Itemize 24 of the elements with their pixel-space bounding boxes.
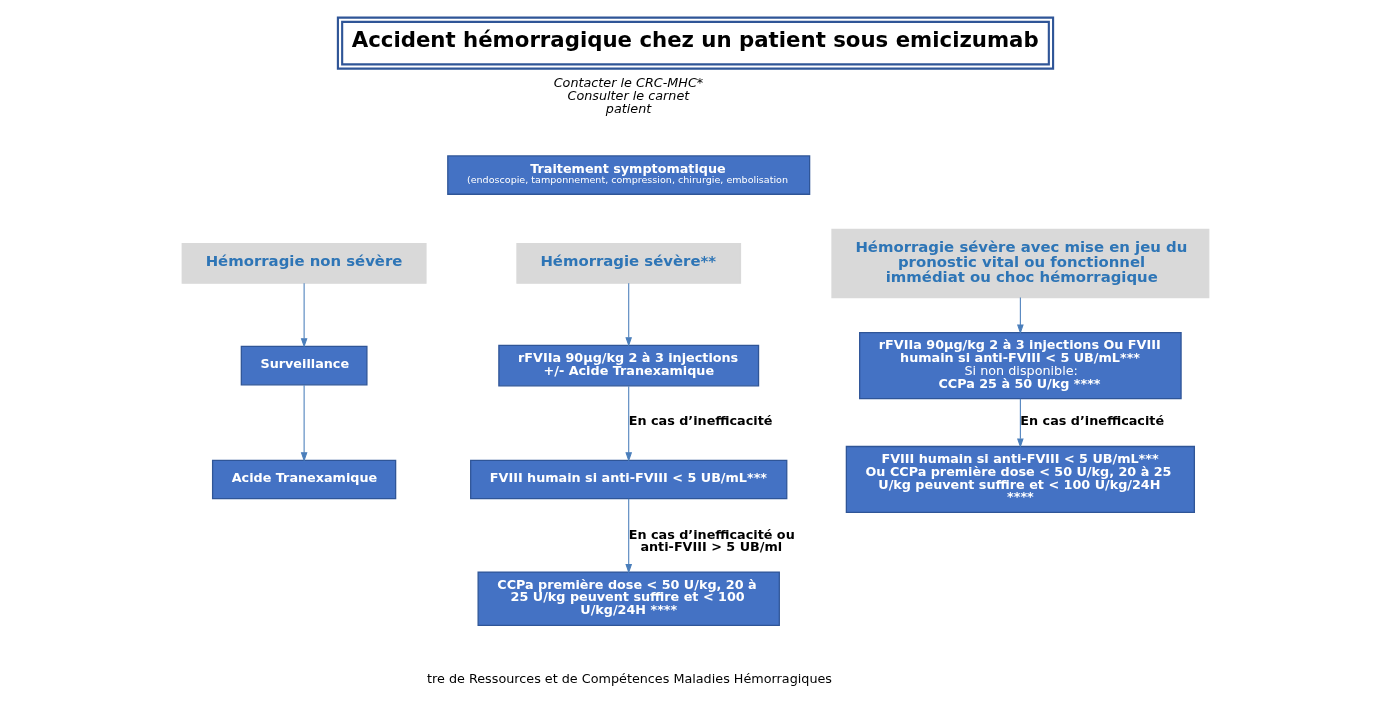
arrow [625, 385, 633, 462]
diagram-title: Accident hémorragique chez un patient sous emicizumab [351, 27, 1039, 53]
arrow [1017, 297, 1024, 335]
label: tre de Ressources et de Compétences Maladies Hémorragiques [427, 670, 832, 686]
node-box: CCPa première dose < 50 U/kg, 20 à 25 U/kg peuvent suffire et < 100 U/kg/24H **** [477, 571, 780, 626]
label: Contacter le CRC-MHC* Consulter le carnet patient [553, 75, 704, 116]
node-box: rFVIIa 90µg/kg 2 à 3 injections Ou FVIII humain si anti-FVIII < 5 UB/mL*** Si non disponible: CCPa 25 à 50 U/kg **** [859, 332, 1182, 400]
arrow [300, 384, 308, 462]
node-box: Hémorragie non sévère [181, 243, 427, 284]
node-box: Traitement symptomatique (endoscopie, tamponnement, compression, chirurgie, embolisation [447, 155, 811, 195]
edge-label: En cas d’inefficacité [628, 412, 773, 428]
arrow [1017, 398, 1024, 448]
node-box: Surveillance [240, 345, 368, 386]
node-box: FVIII humain si anti-FVIII < 5 UB/mL*** [470, 459, 788, 500]
node-box: Acide Tranexamique [211, 459, 397, 500]
node-box: Hémorragie sévère** [516, 243, 742, 284]
node-box: FVIII humain si anti-FVIII < 5 UB/mL*** Ou CCPa première dose < 50 U/kg, 20 à 25 U/kg peuvent suffire et < 100 U/kg/24H **** [845, 445, 1196, 514]
arrow [300, 282, 308, 348]
arrow [625, 498, 633, 574]
arrow [625, 282, 633, 347]
node-box: rFVIIa 90µg/kg 2 à 3 injections +/- Acide Tranexamique [498, 344, 760, 387]
node-box: Hémorragie sévère avec mise en jeu du pronostic vital ou fonctionnel immédiat ou choc hémorragique [831, 228, 1210, 299]
edge-label: En cas d’inefficacité ou anti-FVIII > 5 UB/ml [628, 526, 795, 555]
edge-label: En cas d’inefficacité [1020, 412, 1165, 428]
